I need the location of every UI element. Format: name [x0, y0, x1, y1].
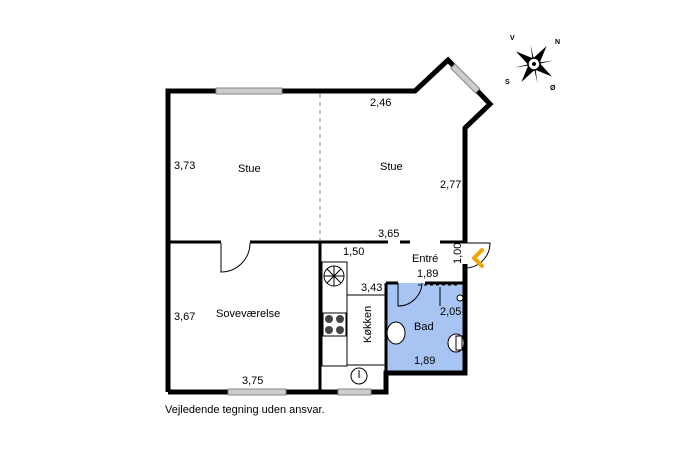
shower-head-icon: [456, 294, 464, 302]
compass-s: S: [505, 79, 510, 86]
dim-stue-right-height: 2,77: [440, 179, 461, 191]
fan-icon: [323, 265, 345, 287]
room-label-sovevaerelse: Soveværelse: [216, 308, 280, 320]
interior-walls: [168, 240, 465, 392]
room-label-stue-left: Stue: [238, 163, 261, 175]
windows: [215, 63, 481, 396]
compass-v: V: [510, 35, 515, 42]
dim-stue-left-height: 3,73: [174, 160, 195, 172]
compass-n: N: [555, 39, 560, 46]
dim-entre-width: 1,00: [452, 243, 464, 264]
stove-icon: [322, 312, 347, 337]
window-top: [215, 87, 283, 95]
window-bottom-kokken: [337, 388, 372, 396]
dim-bad-height: 2,05: [440, 306, 461, 318]
window-bottom-sove: [227, 388, 287, 396]
dim-kokken-side: 3,43: [361, 282, 382, 294]
kitchen-counter: [321, 261, 386, 367]
room-label-bad: Bad: [414, 321, 434, 333]
dim-entre-hall: 1,89: [417, 268, 438, 280]
dim-sove-bottom: 3,75: [242, 375, 263, 387]
kitchen-sink-icon: [350, 367, 368, 385]
dim-stue-top: 2,46: [370, 97, 391, 109]
door-swing-bad: [397, 282, 423, 307]
compass-o: Ø: [550, 85, 556, 92]
entrance-arrow-icon: [472, 248, 484, 268]
bath-sink-icon: [386, 321, 406, 345]
compass-icon: [514, 44, 554, 84]
footer-disclaimer: Vejledende tegning uden ansvar.: [165, 404, 325, 416]
door-swing-entre: [464, 242, 491, 269]
dim-sove-height: 3,67: [174, 311, 195, 323]
doors: [220, 242, 491, 307]
room-label-stue-right: Stue: [380, 161, 403, 173]
bath-fixtures: [386, 284, 465, 353]
room-label-entre: Entré: [412, 253, 438, 265]
door-swing-sove: [220, 242, 251, 273]
dim-stue-bottom: 3,65: [378, 228, 399, 240]
window-bay: [450, 63, 481, 94]
dim-bad-bottom: 1,89: [414, 355, 435, 367]
dim-kokken-top: 1,50: [343, 246, 364, 258]
room-label-kokken: Køkken: [362, 306, 374, 343]
